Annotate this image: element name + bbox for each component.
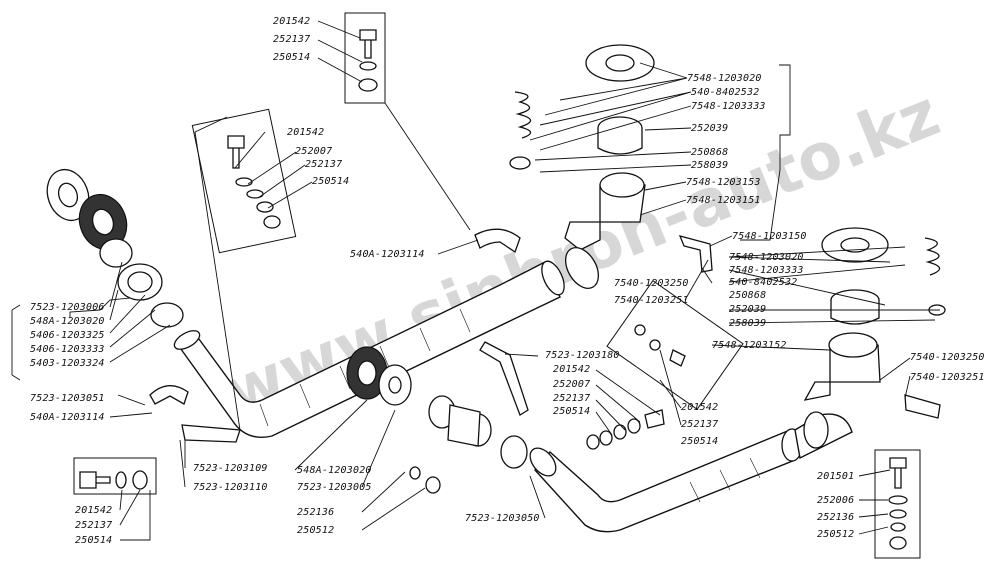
callout-label: 250514 [553,406,590,417]
callout-label: 5403-1203324 [30,358,105,369]
callout-label: 7548-1203151 [686,195,761,206]
callout-label: 250514 [75,535,112,546]
hardware-box-1 [344,12,386,104]
callout-label: 7523-1203050 [465,513,540,524]
callout-label: 252006 [817,495,854,506]
callout-label: 252137 [553,393,590,404]
callout-label: 7548-1203153 [686,177,761,188]
callout-label: 252137 [75,520,112,531]
leader-lines [11,20,940,541]
callout-label: 7548-1203020 [729,252,804,263]
callout-label: 250514 [681,436,718,447]
callout-label: 5406-1203325 [30,330,105,341]
callout-label: 7523-1203180 [545,350,620,361]
callout-label: 7523-1203109 [193,463,268,474]
callout-label: 250512 [297,525,334,536]
callout-label: 7523-1203005 [297,482,372,493]
callout-label: 7523-1203006 [30,302,105,313]
callout-label: 540А-1203114 [350,249,425,260]
callout-label: 250868 [691,147,728,158]
top-brake-unit [509,44,655,289]
callout-label: 252137 [273,34,310,45]
hardware-box-2 [191,108,297,254]
center-flange-assembly [346,346,412,406]
callout-label: 7548-1203020 [687,73,762,84]
left-flange-assembly [46,168,184,328]
callout-label: 250514 [312,176,349,187]
callout-label: 7548-1203333 [729,265,804,276]
callout-label: 540-8402532 [729,277,797,288]
callout-label: 252137 [681,419,718,430]
callout-label: 250512 [817,529,854,540]
rear-tail-pipe [529,411,853,533]
callout-label: 7548-1203152 [712,340,787,351]
brackets [149,228,941,443]
callout-label: 258039 [691,160,728,171]
callout-label: 252007 [295,146,332,157]
callout-label: 7548-1203150 [732,231,807,242]
callout-label: 7548-1203333 [691,101,766,112]
callout-label: 5406-1203333 [30,344,105,355]
callout-label: 7540-1203250 [910,352,985,363]
callout-label: 540А-1203114 [30,412,105,423]
callout-label: 548А-1203020 [30,316,105,327]
callout-label: 201542 [553,364,590,375]
callout-label: 7523-1203110 [193,482,268,493]
callout-label: 252136 [297,507,334,518]
callout-labels: 201542 252137 250514 201542 252007 25213… [30,16,985,546]
callout-label: 258039 [729,318,766,329]
callout-label: 252039 [691,123,728,134]
callout-label: 252007 [553,379,590,390]
callout-label: 250514 [273,52,310,63]
callout-label: 7540-1203251 [614,295,689,306]
callout-label: 201542 [681,402,718,413]
callout-label: 7523-1203051 [30,393,105,404]
callout-label: 201542 [273,16,310,27]
right-brake-unit [803,227,946,401]
hardware-box-5 [606,279,744,411]
rear-sleeves [428,395,528,469]
callout-label: 201542 [75,505,112,516]
hardware-box-4 [874,449,921,559]
callout-label: 540-8402532 [691,87,759,98]
callout-label: 201501 [817,471,854,482]
callout-label: 252137 [305,159,342,170]
callout-label: 548А-1203020 [297,465,372,476]
callout-label: 252136 [817,512,854,523]
callout-label: 252039 [729,304,766,315]
callout-label: 7540-1203250 [614,278,689,289]
callout-label: 7540-1203251 [910,372,985,383]
hardware-box-3 [73,457,157,495]
callout-label: 250868 [729,290,766,301]
callout-label: 201542 [287,127,324,138]
